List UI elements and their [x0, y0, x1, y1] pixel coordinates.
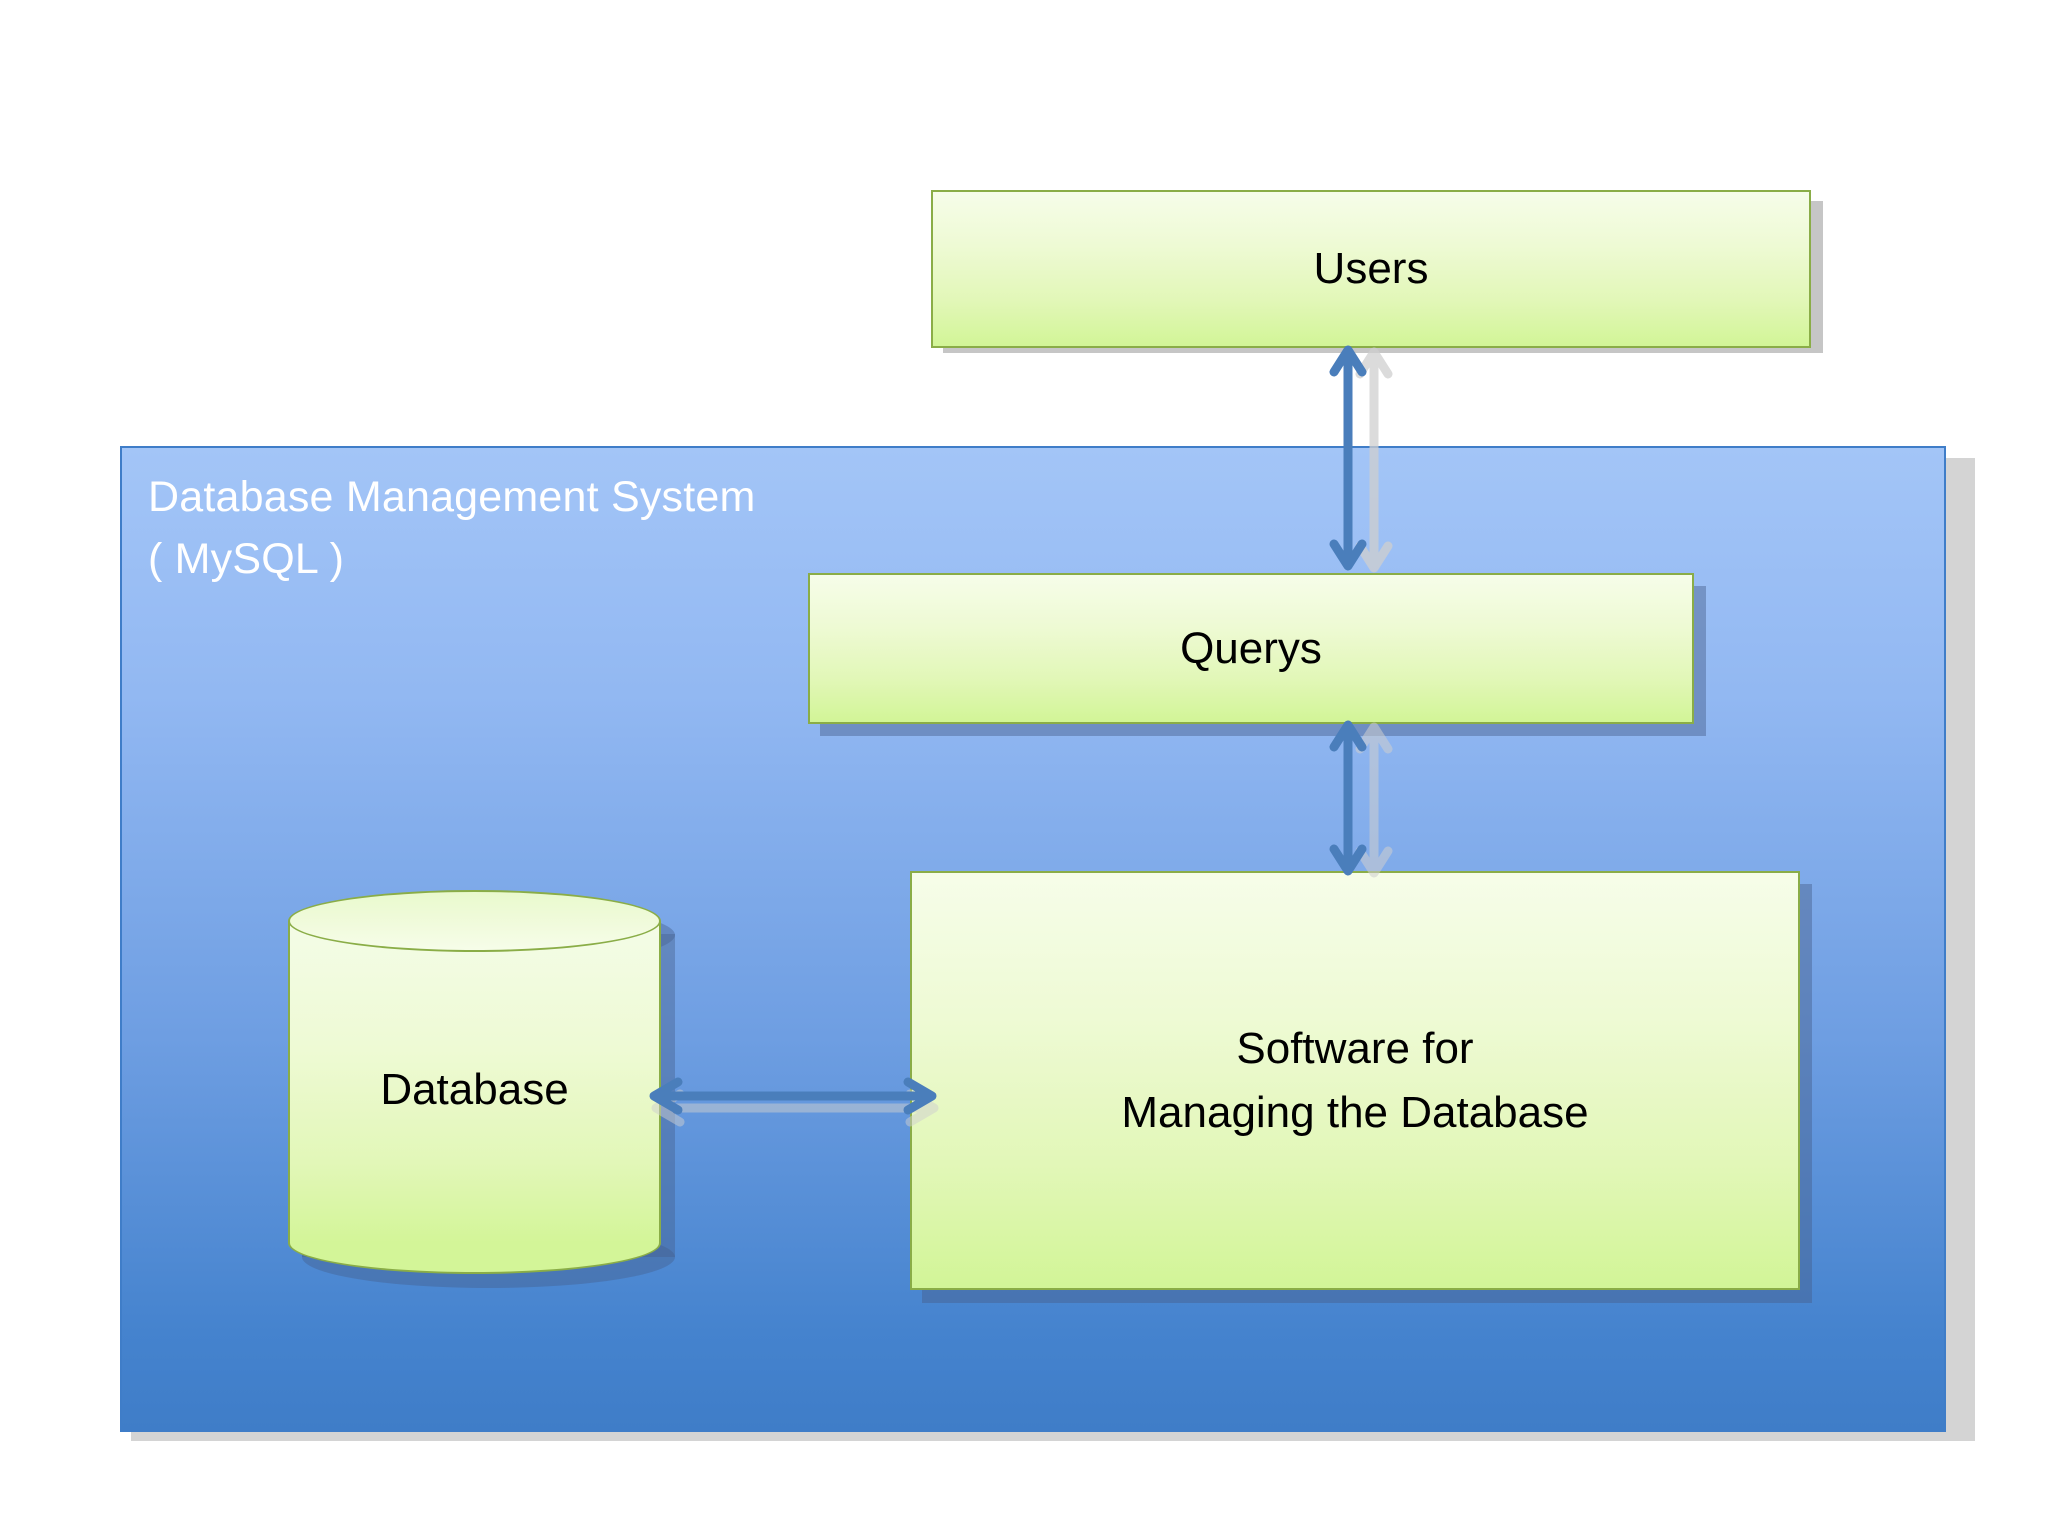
arrow-querys-software-main-arrow	[1329, 720, 1367, 876]
querys-box-label: Querys	[1180, 623, 1322, 673]
cylinder-body	[288, 921, 661, 1243]
querys-box[interactable]: Querys	[808, 573, 1694, 724]
arrow-querys-software[interactable]	[1300, 715, 1410, 885]
software-box-label: Software for Managing the Database	[1121, 1023, 1589, 1137]
arrow-querys-software-shadow-arrow	[1355, 722, 1393, 878]
users-box[interactable]: Users	[931, 190, 1811, 348]
database-cylinder-label: Database	[380, 1065, 569, 1114]
arrow-users-querys-shadow-arrow	[1355, 347, 1393, 573]
arrow-database-software[interactable]	[640, 1060, 950, 1140]
cylinder-top-ellipse	[288, 890, 661, 952]
dbms-container-label: Database Management System ( MySQL )	[148, 473, 756, 583]
database-cylinder[interactable]: Database	[288, 890, 675, 1288]
arrow-database-software-main-arrow	[649, 1077, 937, 1115]
users-box-label: Users	[1313, 244, 1429, 293]
software-box[interactable]: Software for Managing the Database	[910, 871, 1800, 1290]
arrow-users-querys[interactable]	[1300, 340, 1410, 580]
arrow-users-querys-main-arrow	[1329, 345, 1367, 571]
